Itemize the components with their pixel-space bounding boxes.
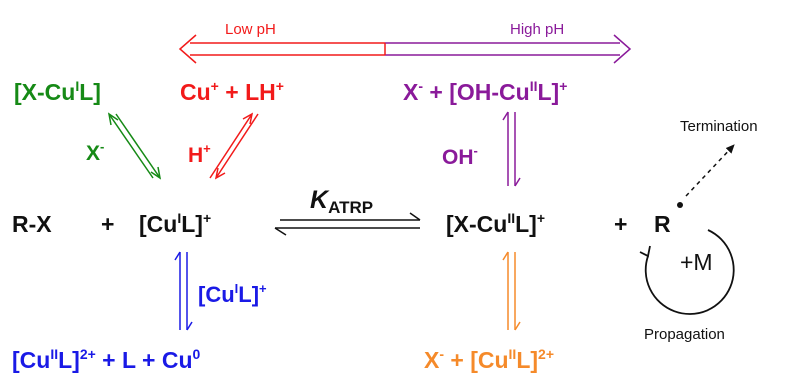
cu-plus-lh-plus: Cu+ + LH+ [180,78,284,105]
cu1l-plus-label: [CuIL]+ [198,281,267,307]
orange-equilibrium-arrows [502,251,521,331]
high-ph-arrowhead [613,34,632,64]
h-plus-label: H+ [188,141,211,167]
atrp-equilibrium-arrows [274,212,421,236]
plus-sign-1: + [101,211,114,237]
x-minus-label: X- [86,139,104,165]
plus-monomer-label: +M [680,249,713,275]
termination-arrow [685,144,735,197]
alkyl-halide-rx: R-X [12,211,52,237]
low-ph-arrowhead [178,34,197,64]
propagation-label: Propagation [644,326,725,343]
plus-sign-2: + [614,211,627,237]
x-cu1l-complex: [X-CuIL] [14,78,101,105]
propagation-cycle-arrow [644,229,735,315]
low-ph-label: Low pH [225,21,276,38]
x-plus-cu2l-dication: X- + [CuIIL]2+ [424,346,554,373]
propagation-arrowhead [639,245,651,258]
green-equilibrium-arrows [107,112,162,180]
ph-scale-arrow: Low pH High pH [178,21,632,64]
high-ph-label: High pH [510,21,564,38]
radical-r: R [654,211,671,237]
blue-equilibrium-arrows [174,251,193,331]
red-equilibrium-arrows [209,112,259,180]
radical-dot [677,202,683,208]
cu2l-plus-l-plus-cu0: [CuIIL]2+ + L + Cu0 [12,346,201,373]
termination-label: Termination [680,118,758,135]
katrp-label: KATRP [310,186,373,217]
purple-equilibrium-arrows [502,111,521,187]
oh-minus-label: OH- [442,143,478,169]
x-plus-oh-cu2l-complex: X- + [OH-CuIIL]+ [403,78,567,105]
x-cu2l-deactivator: [X-CuIIL]+ [446,210,545,237]
cu1l-activator: [CuIL]+ [139,210,211,237]
